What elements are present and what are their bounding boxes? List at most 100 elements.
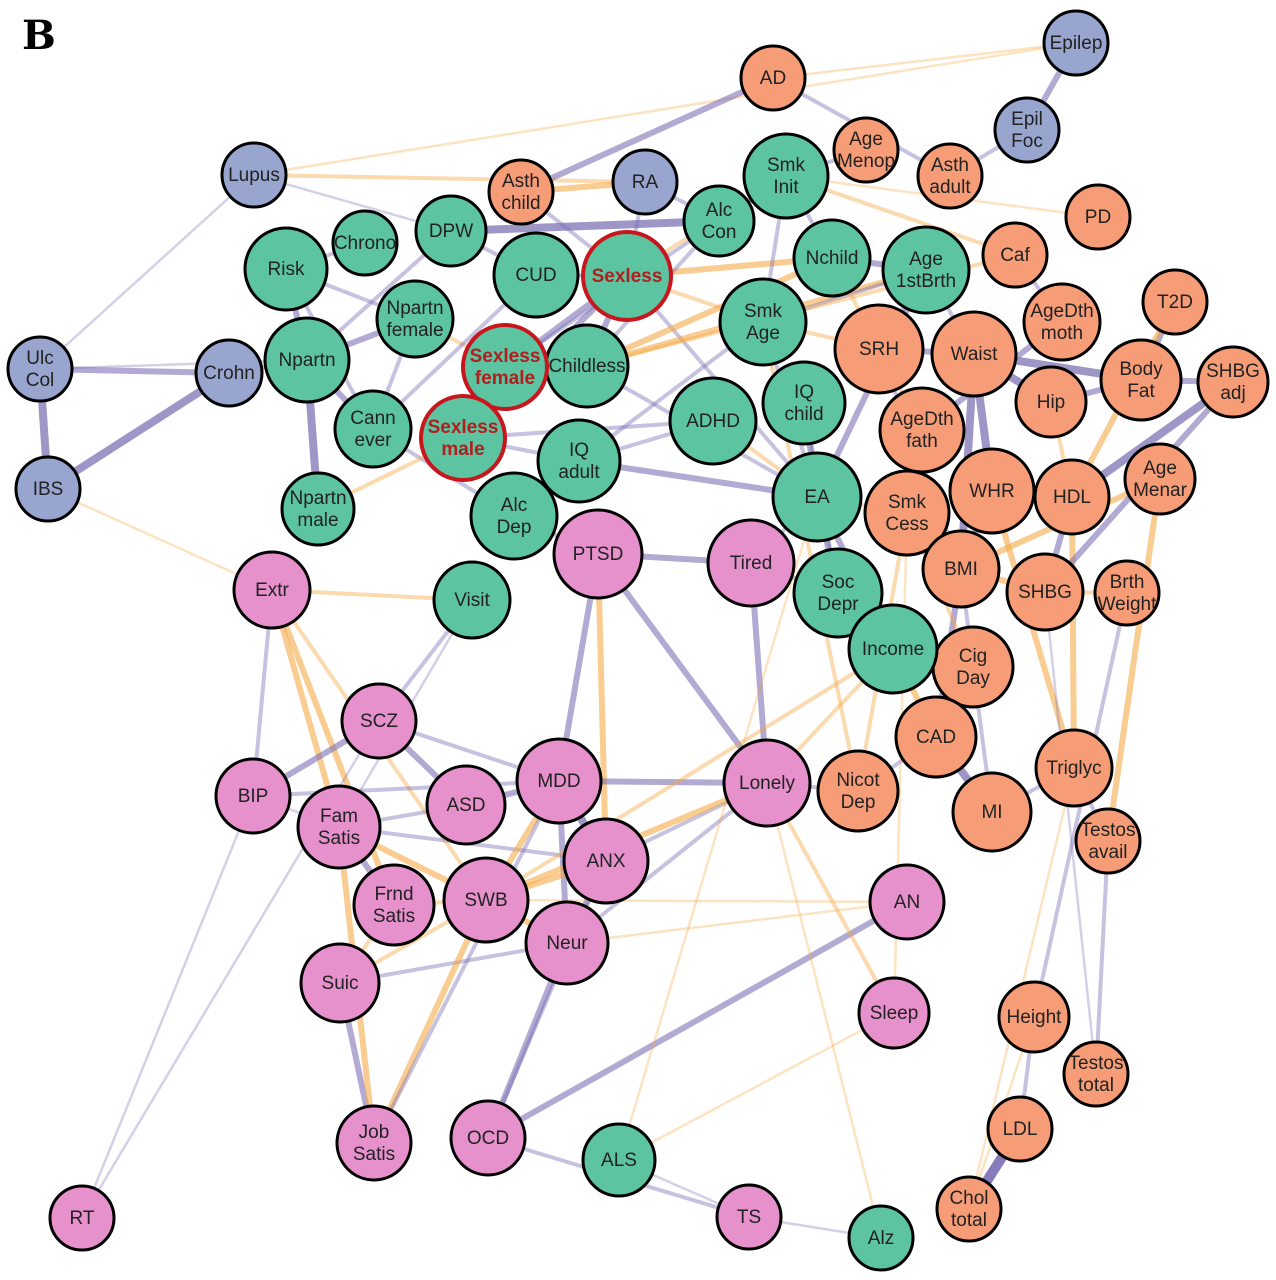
node-circle bbox=[1099, 338, 1183, 422]
node-TS: TS bbox=[715, 1183, 783, 1251]
node-WHR: WHR bbox=[948, 447, 1036, 535]
node-label: BIP bbox=[238, 786, 269, 807]
node-Sexless: Sexless bbox=[581, 230, 673, 322]
node-label: Depr bbox=[817, 594, 859, 615]
node-label: T2D bbox=[1157, 292, 1193, 313]
node-circle bbox=[419, 394, 507, 482]
node-label: Fat bbox=[1127, 381, 1155, 402]
edge-AgeMenar-TestosAvail bbox=[1105, 476, 1163, 844]
node-circle bbox=[771, 451, 863, 543]
node-label: adj bbox=[1220, 383, 1245, 404]
node-circle bbox=[552, 508, 644, 600]
node-label: Chol bbox=[949, 1188, 988, 1209]
node-circle bbox=[878, 386, 966, 474]
node-label: male bbox=[441, 439, 484, 460]
node-label: Sexless bbox=[428, 417, 499, 438]
node-Npartn: Npartn bbox=[263, 316, 351, 404]
node-circle bbox=[832, 116, 900, 184]
node-label: IQ bbox=[569, 440, 589, 461]
node-circle bbox=[194, 338, 264, 408]
node-label: Epil bbox=[1011, 109, 1043, 130]
node-circle bbox=[1064, 183, 1132, 251]
node-label: Alc bbox=[706, 200, 732, 221]
node-LDL: LDL bbox=[986, 1095, 1054, 1163]
edge-HDL-Triglyc bbox=[1069, 494, 1077, 771]
node-label: fath bbox=[906, 431, 938, 452]
node-label: ASD bbox=[446, 795, 485, 816]
node-circle bbox=[951, 771, 1033, 853]
node-label: Ulc bbox=[26, 348, 53, 369]
node-circle bbox=[299, 942, 381, 1024]
edge-ALS-Sleep bbox=[617, 1011, 896, 1162]
node-label: Job bbox=[359, 1122, 390, 1143]
node-label: Con bbox=[702, 222, 737, 243]
node-label: RT bbox=[70, 1208, 95, 1229]
node-label: Alc bbox=[501, 495, 527, 516]
edge-AN-SWB bbox=[484, 898, 909, 904]
node-Chrono: Chrono bbox=[331, 209, 399, 277]
node-label: Cess bbox=[885, 514, 928, 535]
node-circle bbox=[792, 547, 884, 639]
node-circle bbox=[931, 625, 1015, 709]
node-ALS: ALS bbox=[581, 1122, 657, 1198]
node-circle bbox=[220, 141, 288, 209]
node-circle bbox=[1034, 728, 1114, 808]
node-RT: RT bbox=[48, 1184, 116, 1252]
node-circle bbox=[718, 277, 808, 367]
node-label: adult bbox=[558, 462, 600, 483]
edge-Lupus-Epilep bbox=[252, 41, 1078, 177]
node-label: IQ bbox=[794, 382, 814, 403]
edge-ALS-EA bbox=[617, 495, 819, 1162]
node-circle bbox=[1196, 345, 1270, 419]
node-circle bbox=[1005, 552, 1085, 632]
node-circle bbox=[581, 230, 673, 322]
node-circle bbox=[333, 389, 413, 469]
node-Lonely: Lonely bbox=[722, 738, 812, 828]
node-circle bbox=[722, 738, 812, 828]
node-circle bbox=[214, 757, 292, 835]
node-Lupus: Lupus bbox=[220, 141, 288, 209]
node-circle bbox=[442, 856, 530, 944]
edge-AD-AsthChild bbox=[518, 75, 776, 195]
node-HDL: HDL bbox=[1033, 458, 1111, 536]
node-label: MDD bbox=[537, 771, 580, 792]
node-label: CAD bbox=[916, 727, 956, 748]
node-label: total bbox=[1078, 1075, 1114, 1096]
node-label: MI bbox=[981, 802, 1002, 823]
edge-Lupus-UlcCol bbox=[38, 173, 256, 371]
node-label: female bbox=[386, 320, 443, 341]
node-label: Npartn bbox=[289, 488, 346, 509]
node-circle bbox=[492, 231, 580, 319]
node-SHBG: SHBG bbox=[1005, 552, 1085, 632]
node-circle bbox=[280, 471, 356, 547]
node-label: Npartn bbox=[386, 298, 443, 319]
edge-RT-BIP bbox=[80, 794, 255, 1220]
node-SRH: SRH bbox=[833, 303, 925, 395]
node-label: Suic bbox=[322, 973, 359, 994]
node-circle bbox=[331, 209, 399, 277]
node-label: Weight bbox=[1098, 594, 1158, 615]
node-label: Soc bbox=[822, 572, 855, 593]
node-label: Income bbox=[862, 639, 924, 660]
node-label: Extr bbox=[255, 580, 289, 601]
node-IBS: IBS bbox=[14, 455, 82, 523]
node-label: total bbox=[951, 1210, 987, 1231]
node-circle bbox=[715, 1183, 783, 1251]
edge-AN-Neur bbox=[565, 900, 909, 945]
node-circle bbox=[425, 764, 507, 846]
node-label: Waist bbox=[951, 344, 999, 365]
node-label: Hip bbox=[1037, 392, 1066, 413]
edge-JobSatis-MDD bbox=[372, 779, 561, 1145]
node-label: Fam bbox=[320, 806, 358, 827]
node-circle bbox=[894, 695, 978, 779]
node-label: Crohn bbox=[203, 363, 255, 384]
